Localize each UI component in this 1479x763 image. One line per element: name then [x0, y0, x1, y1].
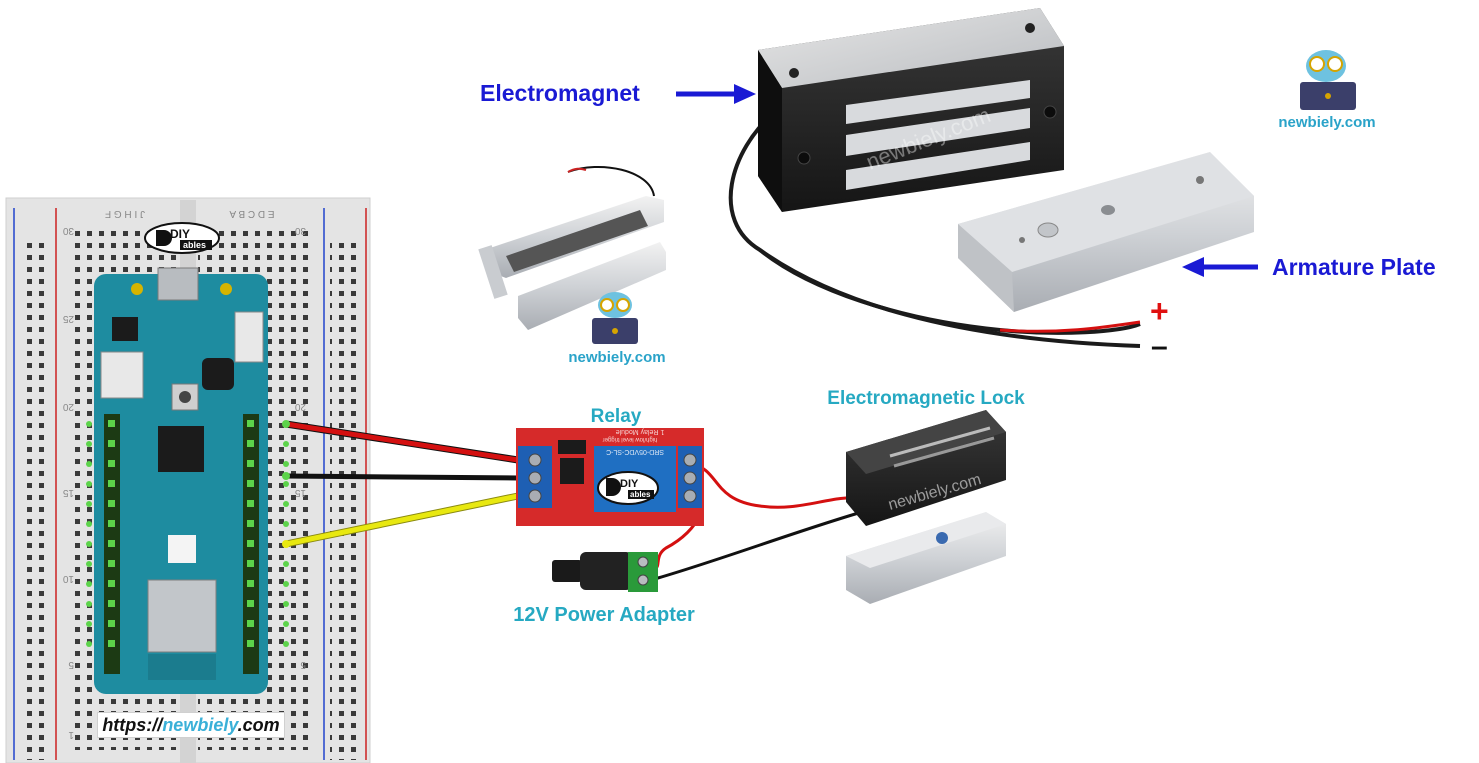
- row-number: 15: [294, 487, 306, 498]
- watermark-middle: newbiely.com: [568, 349, 665, 366]
- website-url: https://newbiely.com: [97, 712, 285, 738]
- label-armature-plate: Armature Plate: [1272, 254, 1436, 280]
- big-electromagnet: newbiely.com: [728, 8, 1141, 348]
- breadboard-letters-left: J I H G F: [105, 208, 145, 219]
- row-number: 5: [68, 659, 74, 670]
- row-number: 5: [300, 659, 306, 670]
- electromagnetic-lock-small: newbiely.com: [846, 410, 1006, 604]
- relay-module-title: 1 Relay Module: [616, 428, 665, 435]
- door-magnetic-lock: [478, 165, 666, 330]
- url-accent: newbiely: [162, 715, 238, 735]
- wire-red-relay-lock: [690, 462, 864, 509]
- arduino-board: [86, 267, 289, 694]
- row-number: 20: [294, 401, 306, 412]
- row-number: 1: [68, 729, 74, 740]
- wire-black-adapter-lock: [656, 510, 864, 580]
- diyables-logo: DIY ables: [144, 222, 220, 254]
- row-number: 20: [62, 401, 74, 412]
- relay-part-number: SRD-05VDC-SL-C: [606, 448, 664, 455]
- wires: [282, 420, 864, 580]
- row-number: 10: [62, 573, 74, 584]
- row-number: 30: [62, 225, 74, 236]
- wire-black-arduino-relay: [283, 473, 521, 481]
- watermark-top-right: newbiely.com: [1278, 114, 1375, 131]
- armature-plate-arrow: [1182, 257, 1258, 277]
- relay-logo-ables: ables: [630, 490, 651, 499]
- url-suffix: .com: [237, 715, 280, 735]
- row-number: 30: [294, 225, 306, 236]
- row-number: 25: [62, 313, 74, 324]
- breadboard-letters-right: E D C B A: [229, 208, 274, 219]
- armature-plate: [958, 152, 1254, 312]
- url-prefix: https://: [102, 715, 163, 735]
- row-number: 15: [62, 487, 74, 498]
- label-electromagnet: Electromagnet: [480, 80, 640, 106]
- relay-module-subtitle: high/low level trigger: [603, 436, 658, 442]
- label-power-adapter: 12V Power Adapter: [513, 604, 695, 626]
- label-minus: –: [1151, 330, 1168, 363]
- owl-mascot-icon: [1300, 50, 1356, 110]
- label-electromagnetic-lock: Electromagnetic Lock: [827, 388, 1025, 409]
- label-plus: +: [1150, 293, 1169, 329]
- label-relay: Relay: [591, 406, 642, 427]
- relay-logo-diy: DIY: [620, 478, 639, 490]
- owl-mascot-icon: [592, 292, 638, 344]
- power-adapter-jack: [552, 552, 658, 592]
- relay-module: SRD-05VDC-SL-C 1 Relay Module high/low l…: [516, 428, 704, 526]
- logo-diy-text: DIY: [170, 227, 190, 241]
- electromagnet-arrow: [676, 84, 756, 104]
- logo-ables-text: ables: [183, 240, 206, 250]
